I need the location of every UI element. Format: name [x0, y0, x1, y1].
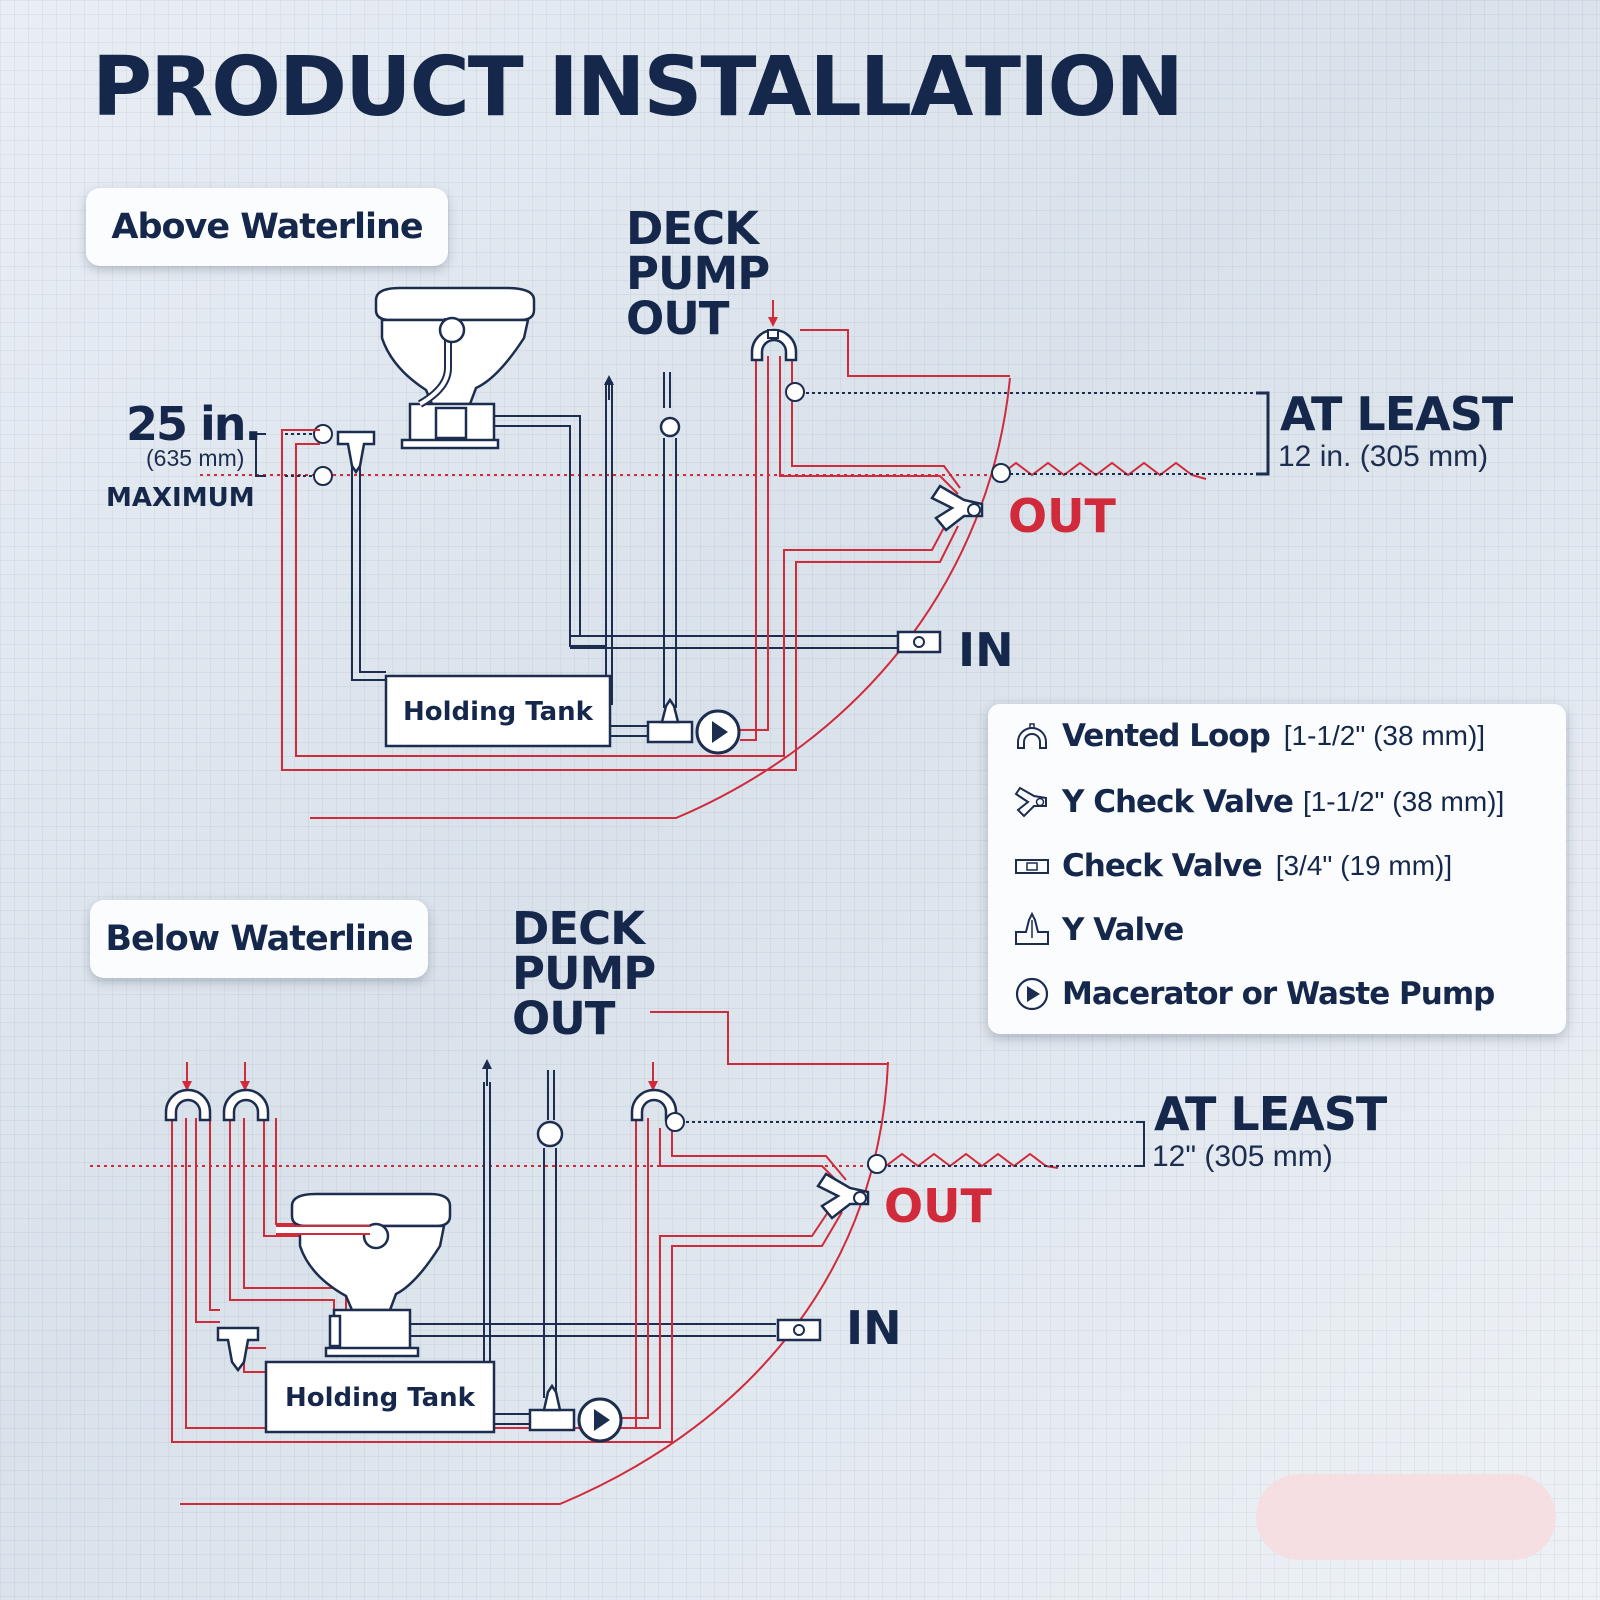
check-valve-icon	[1015, 859, 1049, 874]
toilet-below	[290, 1192, 452, 1358]
y-check-valve	[816, 1172, 870, 1220]
holding-tank-label-below: Holding Tank	[285, 1383, 476, 1413]
below-waterline-text: Below Waterline	[105, 919, 413, 959]
vent-fitting	[313, 466, 333, 486]
legend-spec: [1-1/2" (38 mm)]	[1302, 786, 1505, 817]
height-bracket	[255, 433, 266, 477]
water-waves	[885, 1152, 1059, 1169]
decorative-blob	[1256, 1474, 1556, 1560]
y-valve-tank	[216, 1326, 260, 1373]
vented-loop	[750, 328, 798, 362]
legend-item-y-valve: Y Valve	[1014, 912, 1184, 948]
legend-item-macerator-pump: Macerator or Waste Pump	[1014, 976, 1495, 1012]
legend-name: Vented Loop	[1062, 718, 1271, 754]
vented-loop	[222, 1088, 270, 1122]
thru-hull-fitting	[991, 463, 1011, 483]
macerator-pump-icon	[1015, 977, 1049, 1011]
legend-item-vented-loop: Vented Loop [1-1/2" (38 mm)]	[1014, 718, 1485, 754]
y-check-valve	[930, 484, 984, 532]
legend-item-y-check-valve: Y Check Valve [1-1/2" (38 mm)]	[1014, 784, 1504, 820]
y-valve-icon	[1015, 912, 1049, 945]
vent-fitting	[785, 382, 805, 402]
height-qualifier: MAXIMUM	[106, 483, 255, 513]
y-check-valve-icon	[1014, 786, 1047, 818]
check-valve-in	[896, 630, 942, 654]
at-least-bracket	[1136, 1121, 1145, 1167]
deck-pump-out-fitting	[659, 416, 681, 438]
toilet-above	[374, 286, 536, 450]
out-word: OUT	[626, 292, 730, 345]
holding-tank-label-above: Holding Tank	[403, 697, 594, 727]
legend-item-check-valve: Check Valve [3/4" (19 mm)]	[1014, 848, 1452, 884]
water-waves	[999, 461, 1207, 480]
pump-word: PUMP	[512, 947, 655, 1000]
vented-loop-icon	[1017, 723, 1047, 749]
y-valve-toilet	[336, 430, 376, 475]
holding-tank-above	[384, 674, 612, 748]
out-label-above: OUT	[1008, 489, 1116, 543]
deck-word: DECK	[626, 202, 761, 255]
out-label-below: OUT	[884, 1179, 992, 1233]
legend-name: Y Check Valve	[1062, 784, 1294, 820]
legend-panel: Vented Loop [1-1/2" (38 mm)] Y Check Val…	[988, 704, 1566, 1034]
vented-loop-cap	[767, 329, 779, 339]
deck-pump-out-label-above: DECK PUMP OUT	[626, 202, 784, 345]
deck-word: DECK	[512, 902, 647, 955]
at-least-label-above: AT LEAST	[1280, 387, 1514, 441]
y-valve-pump	[528, 1383, 576, 1432]
macerator-pump-below	[577, 1397, 623, 1443]
hull-line	[310, 377, 1011, 819]
above-waterline-label: Above Waterline	[86, 188, 448, 266]
vent-fitting	[313, 424, 333, 444]
at-least-value-below: 12" (305 mm)	[1152, 1140, 1333, 1173]
page-title: PRODUCT INSTALLATION	[92, 40, 1184, 135]
check-valve-in	[776, 1318, 822, 1342]
y-valve-pump	[646, 697, 694, 744]
deck-pump-out-fitting	[536, 1120, 564, 1148]
vented-loop	[630, 1088, 678, 1122]
vent-fitting	[665, 1112, 685, 1132]
legend-spec: [3/4" (19 mm)]	[1275, 850, 1453, 881]
deck-pump-out-label-below: DECK PUMP OUT	[512, 902, 670, 1045]
at-least-value-above: 12 in. (305 mm)	[1278, 440, 1488, 473]
thru-hull-fitting	[867, 1154, 887, 1174]
above-waterline-text: Above Waterline	[111, 207, 423, 247]
out-word: OUT	[512, 992, 616, 1045]
below-waterline-label: Below Waterline	[90, 900, 428, 978]
in-label-below: IN	[846, 1301, 902, 1355]
legend-name: Y Valve	[1062, 912, 1184, 948]
above-waterline-diagram	[200, 286, 1270, 819]
legend-name: Macerator or Waste Pump	[1062, 976, 1495, 1012]
height-value: 25 in.	[126, 397, 260, 451]
holding-tank-below	[264, 1360, 496, 1434]
below-waterline-diagram	[90, 1011, 1145, 1505]
at-least-label-below: AT LEAST	[1154, 1087, 1388, 1141]
legend-name: Check Valve	[1062, 848, 1263, 884]
in-label-above: IN	[958, 623, 1014, 677]
height-metric: (635 mm)	[146, 445, 244, 471]
vented-loop	[164, 1088, 212, 1122]
hull-line	[180, 1061, 889, 1505]
macerator-pump-above	[695, 709, 741, 755]
pump-word: PUMP	[626, 247, 769, 300]
at-least-bracket	[1256, 391, 1270, 476]
legend-spec: [1-1/2" (38 mm)]	[1283, 720, 1486, 751]
